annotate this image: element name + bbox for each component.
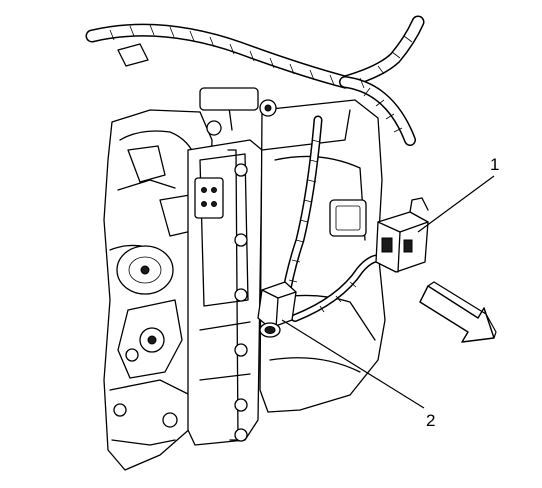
front-direction-arrow (419, 281, 497, 343)
reservoir-housing (199, 87, 386, 413)
callout-label-1: 1 (490, 155, 499, 174)
electrical-connector-1 (375, 197, 429, 273)
callout-label-2: 2 (426, 411, 435, 430)
leader-line-1 (417, 175, 495, 233)
engine-block (103, 109, 216, 471)
leader-line-2 (281, 319, 425, 409)
wiring-harness (85, 15, 425, 322)
electrical-connector-2 (257, 281, 297, 338)
front-cover-bracket (187, 139, 263, 446)
